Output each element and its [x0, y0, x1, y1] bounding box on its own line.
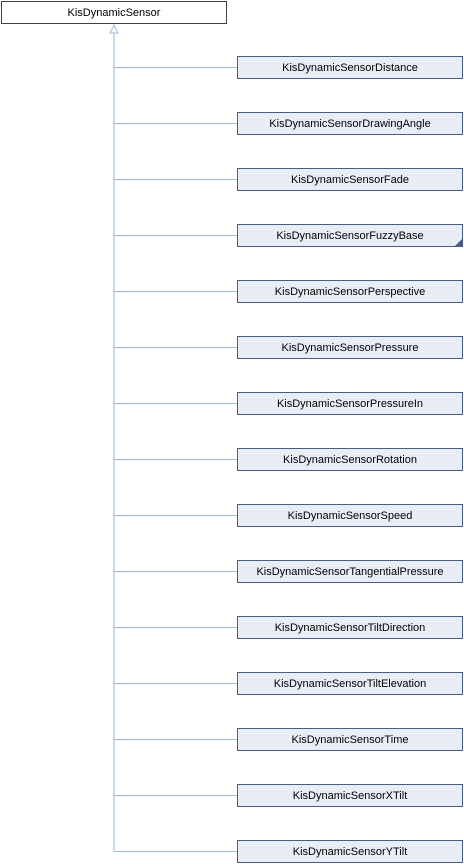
derived-class-node[interactable]: KisDynamicSensorPerspective — [237, 280, 463, 303]
more-subclasses-marker-icon — [455, 239, 462, 246]
derived-class-label: KisDynamicSensorPerspective — [274, 285, 426, 298]
derived-class-label: KisDynamicSensorYTilt — [292, 845, 408, 858]
derived-class-node[interactable]: KisDynamicSensorDrawingAngle — [237, 112, 463, 135]
derived-class-label: KisDynamicSensorTangentialPressure — [256, 565, 444, 578]
base-class-label: KisDynamicSensor — [67, 6, 161, 19]
derived-class-node[interactable]: KisDynamicSensorTiltElevation — [237, 672, 463, 695]
base-class-node[interactable]: KisDynamicSensor — [1, 1, 227, 24]
derived-class-label: KisDynamicSensorTime — [291, 733, 409, 746]
derived-class-node[interactable]: KisDynamicSensorTime — [237, 728, 463, 751]
derived-class-label: KisDynamicSensorTiltDirection — [274, 621, 426, 634]
derived-class-label: KisDynamicSensorPressure — [281, 341, 419, 354]
derived-class-label: KisDynamicSensorTiltElevation — [273, 677, 427, 690]
derived-class-label: KisDynamicSensorDistance — [282, 61, 418, 74]
derived-class-node[interactable]: KisDynamicSensorSpeed — [237, 504, 463, 527]
derived-class-node[interactable]: KisDynamicSensorRotation — [237, 448, 463, 471]
derived-class-label: KisDynamicSensorFuzzyBase — [276, 229, 424, 242]
derived-class-label: KisDynamicSensorXTilt — [292, 789, 408, 802]
derived-class-node[interactable]: KisDynamicSensorPressure — [237, 336, 463, 359]
derived-class-node[interactable]: KisDynamicSensorFuzzyBase — [237, 224, 463, 247]
derived-class-node[interactable]: KisDynamicSensorDistance — [237, 56, 463, 79]
derived-class-node[interactable]: KisDynamicSensorYTilt — [237, 840, 463, 863]
derived-class-node[interactable]: KisDynamicSensorXTilt — [237, 784, 463, 807]
derived-class-node[interactable]: KisDynamicSensorFade — [237, 168, 463, 191]
derived-class-node[interactable]: KisDynamicSensorTangentialPressure — [237, 560, 463, 583]
derived-class-label: KisDynamicSensorSpeed — [287, 509, 413, 522]
derived-class-node[interactable]: KisDynamicSensorPressureIn — [237, 392, 463, 415]
derived-class-label: KisDynamicSensorFade — [291, 173, 409, 186]
derived-class-label: KisDynamicSensorDrawingAngle — [269, 117, 431, 130]
derived-class-node[interactable]: KisDynamicSensorTiltDirection — [237, 616, 463, 639]
derived-class-label: KisDynamicSensorRotation — [283, 453, 417, 466]
inheritance-arrowhead-icon — [109, 23, 119, 34]
derived-class-label: KisDynamicSensorPressureIn — [276, 397, 424, 410]
